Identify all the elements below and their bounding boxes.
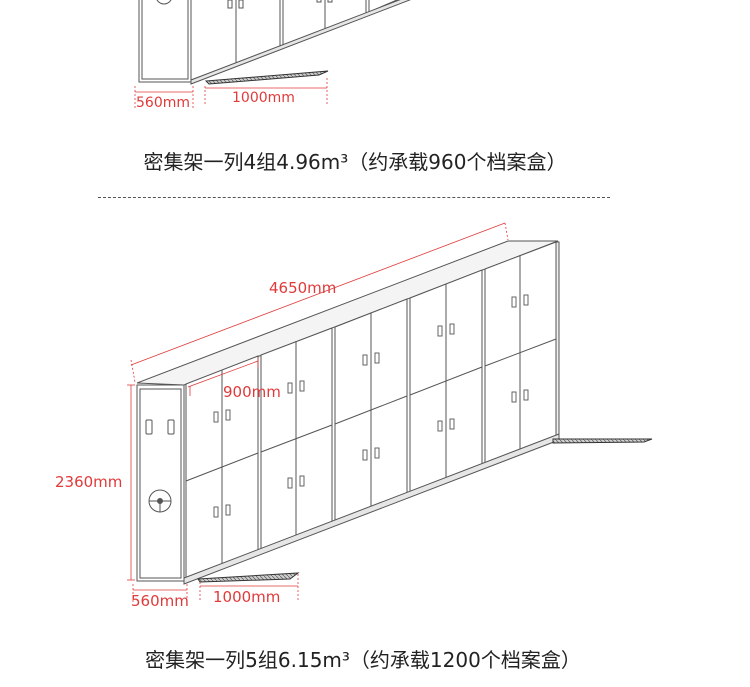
shelf-top-surface <box>136 240 559 386</box>
top-bay-2-handle-l <box>316 0 322 3</box>
section-divider <box>98 197 610 198</box>
end-panel-inner <box>139 388 182 579</box>
width-dimension-label: 900mm <box>223 383 281 401</box>
bay-1-shelf-split <box>185 452 259 482</box>
handwheel-icon <box>148 489 172 513</box>
length-dimension-label: 4650mm <box>269 279 336 297</box>
top-end-panel-inner <box>141 0 189 80</box>
end-panel-handle-left <box>145 419 153 435</box>
floor-rail-front <box>197 572 300 583</box>
bay-5-shelf-split <box>484 338 557 367</box>
floor-rail-back <box>552 438 653 444</box>
top-shelving-unit <box>138 0 411 85</box>
bay-3-shelf-split <box>334 395 408 425</box>
top-handwheel-icon <box>156 0 172 5</box>
top-width-label: 1000mm <box>232 90 295 106</box>
height-dimension-label: 2360mm <box>55 473 122 491</box>
bottom-diagram-caption: 密集架一列5组6.15m³（约承载1200个档案盒） <box>145 648 581 672</box>
bottom-dimension-lines <box>127 222 509 604</box>
top-bay-2-handle-r <box>327 0 333 3</box>
door-handles <box>213 294 529 518</box>
top-base <box>190 0 411 85</box>
top-bay-1-handle-l <box>227 0 233 9</box>
end-panel <box>136 384 185 582</box>
bay-2-shelf-split <box>260 424 333 453</box>
top-bay-1-handle-r <box>238 0 244 9</box>
top-floor-rail <box>204 70 329 85</box>
end-panel-handle-right <box>167 419 175 435</box>
top-end-panel <box>138 0 192 83</box>
top-dimension-lines <box>134 78 328 108</box>
depth-dimension-label: 560mm <box>131 592 189 610</box>
rail-dimension-label: 1000mm <box>213 588 280 606</box>
top-depth-label: 560mm <box>136 95 190 111</box>
bottom-shelving-unit <box>136 240 560 585</box>
top-diagram-caption: 密集架一列4组4.96m³（约承载960个档案盒） <box>143 150 567 174</box>
bay-4-shelf-split <box>409 366 483 396</box>
shelf-right-edge <box>555 241 560 438</box>
